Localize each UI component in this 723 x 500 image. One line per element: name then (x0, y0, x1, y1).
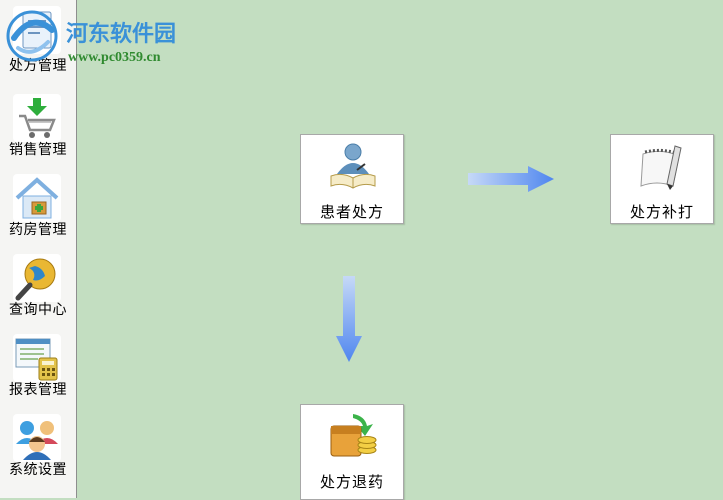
sidebar-item-label: 销售管理 (9, 142, 67, 158)
sidebar-item-system-settings[interactable]: 系统设置 (0, 404, 76, 482)
sidebar-item-query-center[interactable]: 查询中心 (0, 244, 76, 322)
prescription-return-label: 处方退药 (319, 473, 384, 491)
watermark: 河东软件园 www.pc0359.cn (4, 8, 224, 68)
notepad-pen-icon (637, 140, 689, 192)
patient-prescription-button[interactable]: 患者处方 (300, 134, 404, 224)
watermark-logo-icon (6, 10, 58, 62)
prescription-reprint-label: 处方补打 (629, 203, 694, 221)
prescription-return-button[interactable]: 处方退药 (300, 404, 404, 500)
sidebar: 处方管理 销售管理 药房管理 (0, 0, 77, 498)
sidebar-item-label: 报表管理 (9, 382, 67, 398)
sidebar-item-report-management[interactable]: 报表管理 (0, 324, 76, 402)
sidebar-item-label: 处方管理 (9, 58, 67, 74)
watermark-title: 河东软件园 (66, 21, 177, 47)
shopping-cart-icon (13, 94, 61, 142)
sidebar-item-sales-management[interactable]: 销售管理 (0, 84, 76, 162)
arrow-right-icon (468, 166, 554, 192)
arrow-down-icon (336, 276, 362, 362)
globe-search-icon (13, 254, 61, 302)
pharmacy-house-icon (13, 174, 61, 222)
sidebar-item-label: 系统设置 (9, 462, 67, 478)
sidebar-item-pharmacy-management[interactable]: 药房管理 (0, 164, 76, 242)
person-book-icon (327, 140, 379, 192)
report-calculator-icon (13, 334, 61, 382)
sidebar-item-label: 查询中心 (9, 302, 67, 318)
sidebar-item-label: 药房管理 (9, 222, 67, 238)
patient-prescription-label: 患者处方 (319, 203, 384, 221)
prescription-reprint-button[interactable]: 处方补打 (610, 134, 714, 224)
wallet-coins-icon (327, 410, 379, 462)
users-settings-icon (13, 414, 61, 462)
watermark-url: www.pc0359.cn (68, 50, 161, 65)
